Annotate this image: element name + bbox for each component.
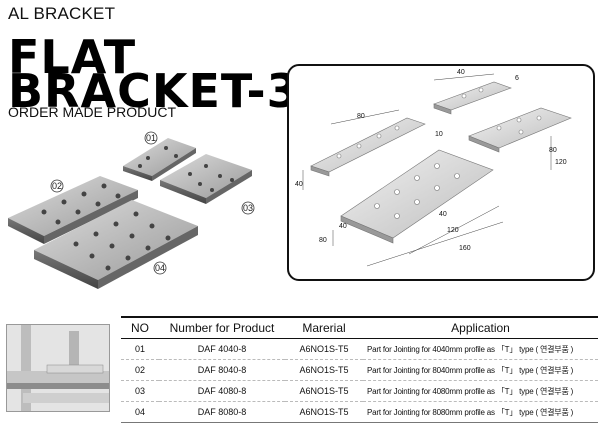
- cell-material: A6NO1S-T5: [285, 338, 363, 360]
- dimension-drawing: 40 6 80 10 40 80 120 40 40 120 80 160: [287, 64, 595, 281]
- cell-no: 02: [121, 359, 159, 381]
- photo-label-03: 03: [243, 203, 253, 213]
- dim-40-big: 40: [339, 223, 347, 230]
- dim-10: 10: [435, 131, 443, 138]
- header-product: Number for Product: [159, 316, 285, 339]
- cell-material: A6NO1S-T5: [285, 380, 363, 402]
- photo-label-02: 02: [52, 181, 62, 191]
- cell-no: 04: [121, 401, 159, 423]
- cell-material: A6NO1S-T5: [285, 359, 363, 381]
- cell-no: 01: [121, 338, 159, 360]
- dim-80-right: 80: [549, 147, 557, 154]
- cell-application: Part for Jointing for 4040mm profile as …: [363, 338, 598, 360]
- cell-material: A6NO1S-T5: [285, 401, 363, 423]
- dim-40-top: 40: [457, 69, 465, 76]
- page-title-line2: BRACKET-3: [8, 64, 300, 118]
- cell-application: Part for Jointing for 8040mm profile as …: [363, 359, 598, 381]
- dim-6: 6: [515, 75, 519, 82]
- header-material: Marerial: [285, 316, 363, 339]
- plate-04: [34, 200, 198, 289]
- page-title-line1: FLAT: [8, 30, 137, 84]
- plate-01: [123, 138, 196, 181]
- dim-40-mid: 40: [439, 211, 447, 218]
- dim-160: 160: [459, 245, 471, 252]
- photo-label-01: 01: [146, 133, 156, 143]
- plate-03: [160, 154, 252, 204]
- cell-no: 03: [121, 380, 159, 402]
- cell-application: Part for Jointing for 8080mm profile as …: [363, 401, 598, 423]
- cell-application: Part for Jointing for 4080mm profile as …: [363, 380, 598, 402]
- table-row: 03 DAF 4080-8 A6NO1S-T5 Part for Jointin…: [121, 380, 598, 402]
- plate-02: [8, 176, 138, 244]
- cell-product: DAF 4040-8: [159, 338, 285, 360]
- cell-product: DAF 8080-8: [159, 401, 285, 423]
- dim-120-bottom: 120: [447, 227, 459, 234]
- subtitle: ORDER MADE PRODUCT: [8, 104, 177, 120]
- cell-product: DAF 8040-8: [159, 359, 285, 381]
- series-label: AL BRACKET: [8, 4, 116, 23]
- dim-40-left: 40: [295, 181, 303, 188]
- table-row: 02 DAF 8040-8 A6NO1S-T5 Part for Jointin…: [121, 359, 598, 381]
- product-photo: 01 02 03 04: [8, 131, 255, 289]
- table-row: 04 DAF 8080-8 A6NO1S-T5 Part for Jointin…: [121, 401, 598, 423]
- header-application: Application: [363, 316, 598, 339]
- dim-80-long: 80: [357, 113, 365, 120]
- spec-table: NO Number for Product Marerial Applicati…: [121, 316, 598, 423]
- header-no: NO: [121, 316, 159, 339]
- cell-product: DAF 4080-8: [159, 380, 285, 402]
- table-header-row: NO Number for Product Marerial Applicati…: [121, 316, 598, 339]
- application-thumbnail: [6, 324, 110, 412]
- photo-label-04: 04: [155, 263, 165, 273]
- dim-80-big: 80: [319, 237, 327, 244]
- table-row: 01 DAF 4040-8 A6NO1S-T5 Part for Jointin…: [121, 338, 598, 360]
- dim-120-right: 120: [555, 159, 567, 166]
